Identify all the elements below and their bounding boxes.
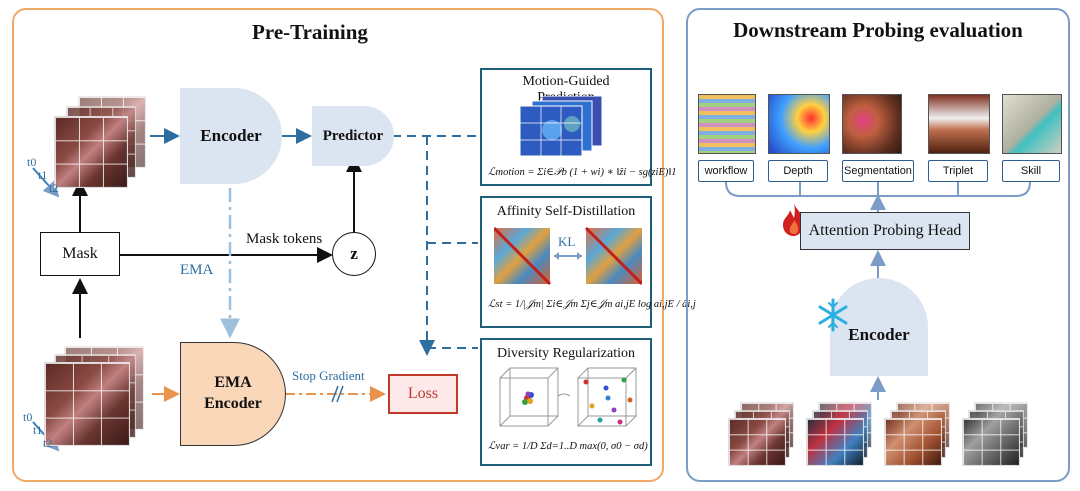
motion-card-title-line1: Motion-Guided bbox=[522, 74, 610, 89]
video-frame bbox=[728, 418, 786, 466]
snowflake-icon bbox=[818, 298, 848, 332]
video-frame bbox=[962, 418, 1020, 466]
affinity-card-title: Affinity Self-Distillation bbox=[496, 204, 636, 219]
ema-label: EMA bbox=[180, 262, 214, 278]
task-depth: Depth bbox=[768, 160, 828, 182]
time-label-t2-top: t2 bbox=[49, 181, 59, 195]
task-triplet: Triplet bbox=[928, 160, 988, 182]
loss-label: Loss bbox=[407, 385, 439, 402]
mask-block: Mask bbox=[40, 232, 120, 276]
task-segmentation: Segmentation bbox=[842, 160, 914, 182]
diversity-card-title: Diversity Regularization bbox=[496, 346, 636, 361]
task-depth-label: Depth bbox=[783, 165, 813, 177]
affinity-matrices bbox=[494, 226, 642, 286]
kl-label: KL bbox=[558, 234, 576, 249]
workflow-thumbnail bbox=[698, 94, 756, 154]
task-workflow-label: workflow bbox=[704, 165, 748, 177]
pretraining-title: Pre-Training bbox=[252, 20, 368, 44]
skill-thumbnail bbox=[1002, 94, 1062, 154]
input-video-stack-2 bbox=[806, 402, 876, 468]
task-workflow: workflow bbox=[698, 160, 754, 182]
video-frame bbox=[806, 418, 864, 466]
ema-encoder-label-line2: Encoder bbox=[204, 395, 262, 412]
depth-thumbnail bbox=[768, 94, 830, 154]
input-video-stack-1 bbox=[728, 402, 798, 468]
mask-label: Mask bbox=[62, 245, 98, 262]
diversity-loss-formula: ℒvar = 1/D Σd=1..D max(0, σ0 − σd) bbox=[488, 441, 648, 452]
video-frame bbox=[54, 116, 128, 188]
encoder-label: Encoder bbox=[200, 126, 262, 145]
task-skill: Skill bbox=[1002, 160, 1060, 182]
affinity-loss-formula: ℒst = 1/|𝒥m| Σi∈𝒥m Σj∈𝒥m ai,jE log ai,jE… bbox=[488, 299, 696, 310]
stop-gradient-label: Stop Gradient bbox=[292, 368, 365, 383]
downstream-panel bbox=[686, 8, 1070, 482]
ema-encoder-label-line1: EMA bbox=[214, 374, 252, 392]
video-frame bbox=[884, 418, 942, 466]
input-video-stack-4 bbox=[962, 402, 1032, 468]
time-label-t0-top: t0 bbox=[27, 155, 37, 169]
motion-loss-formula: ℒmotion = Σi∈𝒫b (1 + wi) ∗ ‖ẑi − sg(ziE)… bbox=[488, 167, 677, 178]
downstream-title: Downstream Probing evaluation bbox=[733, 18, 1023, 42]
diversity-cubes bbox=[499, 367, 637, 427]
task-skill-label: Skill bbox=[1020, 165, 1042, 177]
diversity-regularization-card: Diversity Regularization ℒvar = 1/D Σd=1… bbox=[480, 338, 652, 466]
loss-block: Loss bbox=[388, 374, 458, 414]
time-label-t1-bottom: t1 bbox=[33, 423, 43, 437]
attention-probing-head-label: Attention Probing Head bbox=[808, 222, 962, 239]
video-frame bbox=[44, 362, 130, 446]
predictor-label: Predictor bbox=[322, 127, 384, 144]
ema-encoder-block: EMA Encoder bbox=[180, 342, 286, 446]
task-triplet-label: Triplet bbox=[942, 165, 974, 177]
affinity-self-distillation-card: Affinity Self-Distillation KL ℒst = 1/|𝒥… bbox=[480, 196, 696, 328]
pretraining-panel bbox=[12, 8, 664, 482]
frozen-encoder-label: Encoder bbox=[848, 325, 910, 344]
task-segmentation-label: Segmentation bbox=[844, 165, 912, 177]
triplet-thumbnail bbox=[928, 94, 990, 154]
segmentation-thumbnail bbox=[842, 94, 902, 154]
frozen-encoder-block: Encoder bbox=[830, 278, 928, 376]
predictor-block: Predictor bbox=[312, 106, 394, 166]
motion-heatmap-stack bbox=[519, 96, 603, 156]
masked-frames-stack bbox=[48, 96, 158, 188]
time-label-t1-top: t1 bbox=[38, 168, 48, 182]
time-label-t2-bottom: t2 bbox=[43, 436, 53, 450]
z-label: z bbox=[350, 244, 358, 263]
full-frames-stack bbox=[40, 346, 152, 446]
attention-probing-head: Attention Probing Head bbox=[800, 212, 970, 250]
mask-tokens-label: Mask tokens bbox=[246, 231, 323, 247]
time-label-t0-bottom: t0 bbox=[23, 410, 33, 424]
encoder-block: Encoder bbox=[180, 88, 282, 184]
input-video-stack-3 bbox=[884, 402, 954, 468]
fire-icon bbox=[783, 204, 805, 236]
motion-guided-prediction-card: Motion-Guided Prediction ℒmotion = Σi∈𝒫b… bbox=[480, 68, 677, 186]
z-token-node: z bbox=[332, 232, 376, 276]
